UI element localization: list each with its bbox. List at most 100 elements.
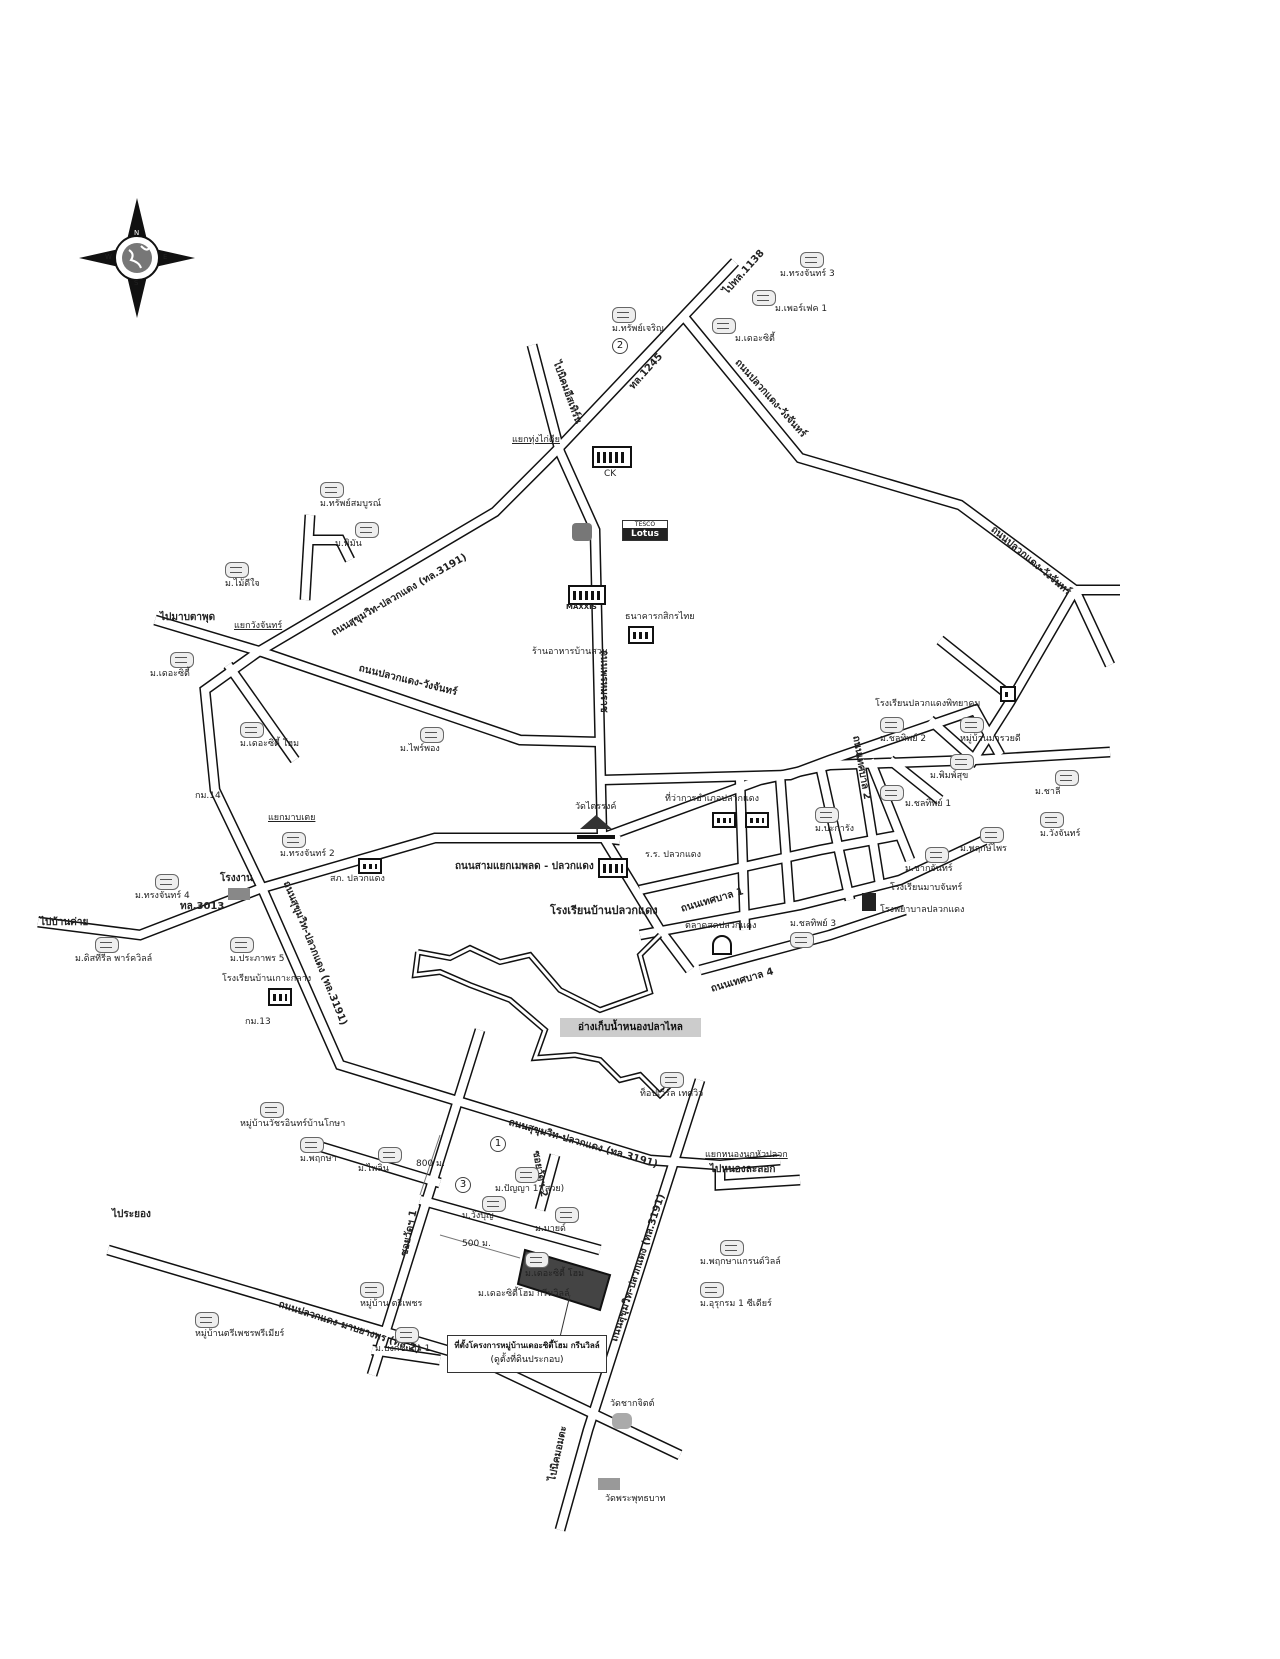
village-house-icon: [525, 1252, 549, 1268]
road-fill: [224, 662, 299, 763]
village-house-icon: [660, 1072, 684, 1088]
village-label: ม.ไพร์พอง: [400, 744, 440, 754]
village-house-icon: [960, 717, 984, 733]
village-house-icon: [555, 1207, 579, 1223]
village-house-icon: [612, 307, 636, 323]
road-fill: [887, 756, 943, 804]
village-house-icon: [195, 1312, 219, 1328]
road-fill: [866, 758, 914, 862]
tesco-text: TESCO: [634, 521, 656, 528]
road-fill: [856, 759, 884, 886]
road-label-to-nong-lalok: ไปหนองละลอก: [710, 1164, 776, 1175]
village-label: ม.อุรุกรม 1 ซีเดียร์: [700, 1299, 772, 1309]
village-label: ม.พิมัน: [335, 539, 362, 549]
road-fill: [528, 343, 694, 973]
village-house-icon: [230, 937, 254, 953]
road-label-samnak-pluak: ถนนสามแยกเมพลด - ปลวกแดง: [455, 861, 594, 872]
road-outline: [680, 314, 1120, 596]
wat-2-icon: [612, 1413, 632, 1429]
distance-800: 800 ม.: [416, 1159, 445, 1169]
police-icon: [358, 858, 382, 874]
village-label: ม.ชากจันทร์: [905, 864, 953, 874]
place-school-2: โรงเรียนบ้านเกาะกลาง: [222, 974, 312, 984]
village-label: ม.ไพลิน: [358, 1164, 389, 1174]
school-3-icon: [1000, 686, 1016, 702]
village-label: ม.ชาลี: [1035, 787, 1061, 797]
place-bank: ธนาคารกสิกรไทย: [625, 612, 695, 622]
village-house-icon: [95, 937, 119, 953]
district-office-icon-2: [745, 812, 769, 828]
tesco-lotus-logo: TESCO Lotus: [622, 520, 668, 541]
project-site-callout: ที่ตั้งโครงการหมู่บ้านเดอะซิตี้โฮม กรีนว…: [447, 1335, 607, 1373]
maxxis-building-icon: [568, 585, 606, 605]
village-label: ม.พฤกษ์ไพร: [960, 844, 1007, 854]
road-fill: [816, 764, 854, 901]
hospital-icon: [862, 893, 876, 911]
place-km13: กม.13: [245, 1017, 271, 1027]
village-label: ม.เดอะซิตี้: [735, 334, 775, 344]
place-school-4: โรงเรียนมาบจันทร์: [890, 883, 963, 893]
village-house-icon: [700, 1282, 724, 1298]
village-house-icon: [282, 832, 306, 848]
village-label: หมู่บ้านวัชรอินทร์บ้านโกษา: [240, 1119, 346, 1129]
village-label: ม.ทรงจันทร์ 3: [780, 269, 835, 279]
village-label: หมู่บ้านตรีเพชรพรีเมียร์: [195, 1329, 285, 1339]
village-house-icon: [225, 562, 249, 578]
village-house-icon: [980, 827, 1004, 843]
village-label: หมู่บ้าน ตรีเพชร: [360, 1299, 423, 1309]
compass-west: W: [105, 253, 112, 261]
village-label: ม.ปัญญา 1 (สวย): [495, 1184, 565, 1194]
school-2-icon: [268, 988, 292, 1006]
road-fill: [260, 648, 601, 746]
bank-building-icon: [628, 626, 654, 644]
marker-3: 3: [455, 1177, 471, 1193]
village-label: ม.ไม้ดีใจ: [225, 579, 260, 589]
village-label: ม.พิมพ์สุข: [930, 771, 969, 781]
village-label: ม.ทรงจันทร์ 2: [280, 849, 335, 859]
road-fill: [966, 587, 1079, 768]
village-label: ม.เดอะซิตี้: [150, 669, 190, 679]
compass-south: S: [134, 279, 139, 287]
road-fill: [927, 717, 978, 763]
road-fill: [639, 831, 901, 894]
road-fill: [601, 705, 1004, 784]
place-wat-2: วัดชากจิตต์: [610, 1399, 655, 1409]
place-temple-2: วัดพระพุทธบาท: [605, 1494, 666, 1504]
place-restaurant: ร้านอาหารบ้านสวน: [532, 647, 608, 657]
road-fill: [418, 1196, 602, 1254]
village-house-icon: [240, 722, 264, 738]
road-fill: [310, 536, 354, 562]
village-house-icon: [420, 727, 444, 743]
compass-east: E: [163, 253, 168, 261]
road-fill: [681, 315, 1120, 594]
road-label-to-left: ไปบ้านค่าย: [40, 917, 89, 928]
village-house-icon: [260, 1102, 284, 1118]
village-label: ม.ทรงจันทร์ 4: [135, 891, 190, 901]
village-label: ม.วังบุญ: [462, 1211, 494, 1221]
road-fill: [153, 616, 264, 656]
village-label: ม.พฤกษาแกรนด์วิลล์: [700, 1257, 781, 1267]
road-fill: [776, 774, 794, 911]
village-house-icon: [790, 932, 814, 948]
road-label-3013: ทล.3013: [180, 901, 225, 912]
village-house-icon: [170, 652, 194, 668]
village-label: ม.ประภาพร 5: [230, 954, 285, 964]
village-house-icon: [880, 785, 904, 801]
junction-label-4: แยกหนองนกหัวปลวก: [705, 1150, 788, 1160]
junction-label-3: แยกมาบเตย: [268, 813, 316, 823]
village-house-icon: [815, 807, 839, 823]
village-house-icon: [320, 482, 344, 498]
road-fill: [301, 514, 314, 601]
village-label: ม.ปะการัง: [815, 824, 855, 834]
road-label-to-rayong: ไประยอง: [112, 1209, 151, 1220]
site-village-label: ม.เดอะซิตี้โฮม กรีนวิลล์: [478, 1289, 570, 1299]
village-house-icon: [1040, 812, 1064, 828]
village-label: ม.ชลทิพย์ 2: [880, 734, 927, 744]
village-house-icon: [1055, 770, 1079, 786]
road-fill: [556, 1078, 704, 1532]
distance-500: 500 ม.: [462, 1239, 491, 1249]
bank-logo-icon: [572, 523, 592, 541]
school-icon: [598, 858, 628, 878]
village-house-icon: [515, 1167, 539, 1183]
village-house-icon: [360, 1282, 384, 1298]
